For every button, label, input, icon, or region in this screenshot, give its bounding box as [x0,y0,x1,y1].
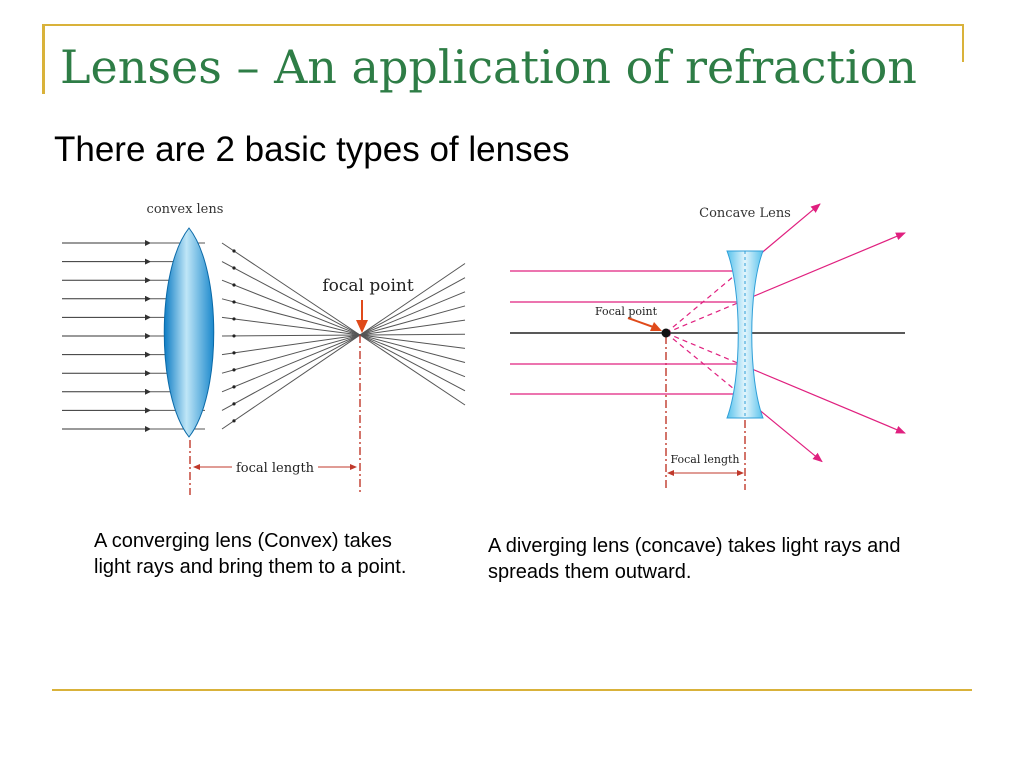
convex-ray-arrowhead [232,419,236,423]
convex-ray-arrowhead [232,317,236,321]
concave-diagram: Concave Lens Focal point Focal length [510,203,906,490]
concave-virtual-ray [665,332,741,395]
convex-focal-length-arrowhead-right [350,464,357,470]
convex-refracted-ray [221,291,466,393]
concave-focal-arrowhead [650,322,662,331]
convex-refracted-ray [221,277,466,411]
convex-refracted-ray [221,305,466,374]
slide-subtitle: There are 2 basic types of lenses [54,130,570,169]
convex-lens-label: convex lens [147,202,224,217]
convex-ray-arrowhead [232,334,236,338]
convex-focal-arrowhead [356,320,368,333]
convex-ray-arrowhead [232,300,236,304]
concave-focal-pointer [627,317,657,329]
convex-lens-shape [163,227,215,438]
convex-refracted-ray [221,298,466,364]
convex-refracted-ray [221,319,466,356]
frame-left-line [42,24,45,94]
convex-diagram: convex lens focal point focal length [62,202,466,495]
frame-right-line [962,24,964,62]
convex-refracted-ray [221,263,466,430]
convex-incoming-rays [62,240,466,432]
convex-refracted-ray [221,242,466,406]
convex-ray-arrowhead [232,402,236,406]
concave-diverging-ray [739,363,906,434]
convex-ray-arrowhead [232,266,236,270]
concave-focal-length-arrowhead-left [667,470,674,476]
convex-focal-length-label: focal length [236,461,315,476]
concave-diverging-ray [739,232,906,303]
convex-focal-point-label: focal point [322,276,414,296]
concave-focal-length-arrowhead-right [737,470,744,476]
concave-caption: A diverging lens (concave) takes light r… [488,535,901,583]
concave-focal-length-label: Focal length [670,453,739,466]
frame-top-line [44,24,964,26]
convex-focal-length-arrowhead-left [193,464,200,470]
convex-caption: A converging lens (Convex) takes light r… [94,530,407,578]
frame-bottom-line [52,689,972,691]
concave-virtual-ray [665,301,741,334]
concave-focal-point-label: Focal point [595,305,658,318]
concave-virtual-ray [665,332,741,365]
concave-lens-label: Concave Lens [699,206,791,221]
convex-ray-arrowhead [232,368,236,372]
convex-ray-arrowhead [232,283,236,287]
convex-ray-arrowhead [232,249,236,253]
convex-refracted-ray [221,261,466,392]
convex-refracted-ray [221,316,466,349]
convex-ray-arrowhead [232,351,236,355]
slide-title: Lenses – An application of refraction [60,40,917,94]
convex-refracted-ray [221,279,466,378]
concave-lens-shape [726,250,764,419]
concave-focal-dot [661,328,671,338]
convex-refracted-ray [221,333,466,337]
concave-rays [510,203,906,463]
convex-ray-arrowhead [232,385,236,389]
